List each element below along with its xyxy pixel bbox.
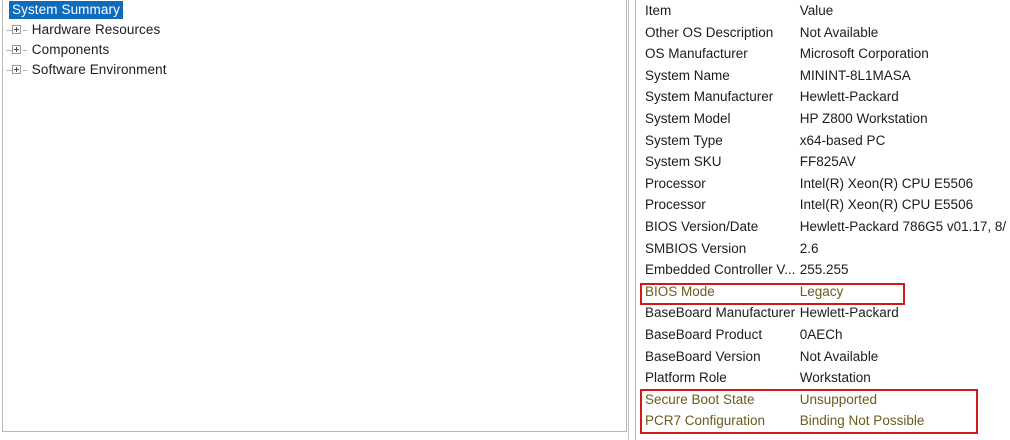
- table-row[interactable]: BIOS Version/Date Hewlett-Packard 786G5 …: [636, 216, 1010, 238]
- row-item-label: PCR7 Configuration: [645, 413, 766, 429]
- row-item-label: System Model: [645, 110, 731, 126]
- row-item-label: BaseBoard Manufacturer: [645, 305, 796, 321]
- row-value: Microsoft Corporation: [799, 46, 929, 62]
- table-row[interactable]: Other OS Description Not Available: [636, 22, 1010, 44]
- table-row[interactable]: Processor Intel(R) Xeon(R) CPU E5506: [636, 194, 1010, 216]
- row-item-label: System Name: [645, 67, 730, 83]
- row-value: Hewlett-Packard: [799, 305, 899, 321]
- row-item-label: Embedded Controller V...: [645, 262, 796, 278]
- tree-item-label-hardware-resources: Hardware Resources: [31, 22, 161, 37]
- row-value: HP Z800 Workstation: [799, 110, 928, 126]
- row-value: Not Available: [799, 24, 879, 40]
- tree-connector-line: [6, 30, 12, 31]
- table-row[interactable]: System Type x64-based PC: [636, 130, 1010, 152]
- table-row-pcr7-configuration[interactable]: PCR7 Configuration Binding Not Possible: [636, 410, 1010, 432]
- tree-item-system-summary[interactable]: System Summary: [3, 0, 626, 20]
- plus-box-icon[interactable]: [12, 64, 21, 74]
- table-row-bios-mode[interactable]: BIOS Mode Legacy: [636, 281, 1010, 303]
- plus-box-icon[interactable]: [12, 44, 21, 54]
- tree-connector-line: [23, 50, 27, 51]
- row-item-label: BaseBoard Product: [645, 326, 763, 342]
- row-value: MININT-8L1MASA: [799, 67, 911, 83]
- row-value: Hewlett-Packard 786G5 v01.17, 8/: [799, 218, 1007, 234]
- row-value: Intel(R) Xeon(R) CPU E5506: [799, 197, 974, 213]
- table-row[interactable]: OS Manufacturer Microsoft Corporation: [636, 43, 1010, 65]
- table-row[interactable]: BaseBoard Product 0AECh: [636, 324, 1010, 346]
- column-header-item[interactable]: Item: [645, 3, 672, 18]
- table-row[interactable]: System Name MININT-8L1MASA: [636, 65, 1010, 87]
- tree-item-label-components: Components: [31, 42, 110, 57]
- row-value: Legacy: [799, 283, 844, 299]
- tree-connector-line: [6, 50, 12, 51]
- table-row[interactable]: System Model HP Z800 Workstation: [636, 108, 1010, 130]
- row-value: 2.6: [799, 240, 819, 256]
- row-item-label: System SKU: [645, 154, 722, 170]
- row-item-label: Platform Role: [645, 370, 727, 386]
- table-row-secure-boot-state[interactable]: Secure Boot State Unsupported: [636, 389, 1010, 411]
- tree-item-label-software-environment: Software Environment: [31, 62, 167, 77]
- row-value: 0AECh: [799, 326, 843, 342]
- row-value: Binding Not Possible: [799, 413, 925, 429]
- tree-item-components[interactable]: Components: [3, 40, 626, 60]
- row-item-label: OS Manufacturer: [645, 46, 748, 62]
- table-row[interactable]: System SKU FF825AV: [636, 151, 1010, 173]
- system-summary-details-panel[interactable]: Item Value Other OS Description Not Avai…: [635, 0, 1010, 440]
- row-item-label: System Manufacturer: [645, 89, 774, 105]
- table-row[interactable]: SMBIOS Version 2.6: [636, 238, 1010, 260]
- row-item-label: Processor: [645, 175, 706, 191]
- tree-item-software-environment[interactable]: Software Environment: [3, 60, 626, 80]
- row-value: FF825AV: [799, 154, 856, 170]
- tree-item-label-system-summary: System Summary: [9, 1, 123, 19]
- row-item-label: BIOS Mode: [645, 283, 715, 299]
- tree-connector-line: [23, 30, 27, 31]
- row-item-label: Other OS Description: [645, 24, 774, 40]
- tree-connector-line: [23, 70, 27, 71]
- table-row[interactable]: Embedded Controller V... 255.255: [636, 259, 1010, 281]
- row-value: Intel(R) Xeon(R) CPU E5506: [799, 175, 974, 191]
- panel-splitter[interactable]: [628, 0, 629, 440]
- details-list: Item Value Other OS Description Not Avai…: [636, 0, 1010, 432]
- tree-connector-line: [6, 70, 12, 71]
- tree-item-hardware-resources[interactable]: Hardware Resources: [3, 20, 626, 40]
- table-row[interactable]: System Manufacturer Hewlett-Packard: [636, 86, 1010, 108]
- navigation-tree-panel[interactable]: System Summary Hardware Resources Compon…: [2, 0, 627, 432]
- row-item-label: BaseBoard Version: [645, 348, 761, 364]
- row-value: Hewlett-Packard: [799, 89, 899, 105]
- row-value: Workstation: [799, 370, 871, 386]
- table-row[interactable]: Processor Intel(R) Xeon(R) CPU E5506: [636, 173, 1010, 195]
- row-item-label: BIOS Version/Date: [645, 218, 759, 234]
- details-column-header[interactable]: Item Value: [636, 0, 1010, 22]
- plus-box-icon[interactable]: [12, 24, 21, 34]
- table-row[interactable]: Platform Role Workstation: [636, 367, 1010, 389]
- row-value: Unsupported: [799, 391, 878, 407]
- table-row[interactable]: BaseBoard Version Not Available: [636, 346, 1010, 368]
- row-item-label: Secure Boot State: [645, 391, 755, 407]
- row-value: 255.255: [799, 262, 849, 278]
- column-header-value[interactable]: Value: [799, 3, 834, 18]
- row-value: Not Available: [799, 348, 879, 364]
- row-value: x64-based PC: [799, 132, 886, 148]
- row-item-label: Processor: [645, 197, 706, 213]
- row-item-label: SMBIOS Version: [645, 240, 747, 256]
- table-row[interactable]: BaseBoard Manufacturer Hewlett-Packard: [636, 302, 1010, 324]
- row-item-label: System Type: [645, 132, 723, 148]
